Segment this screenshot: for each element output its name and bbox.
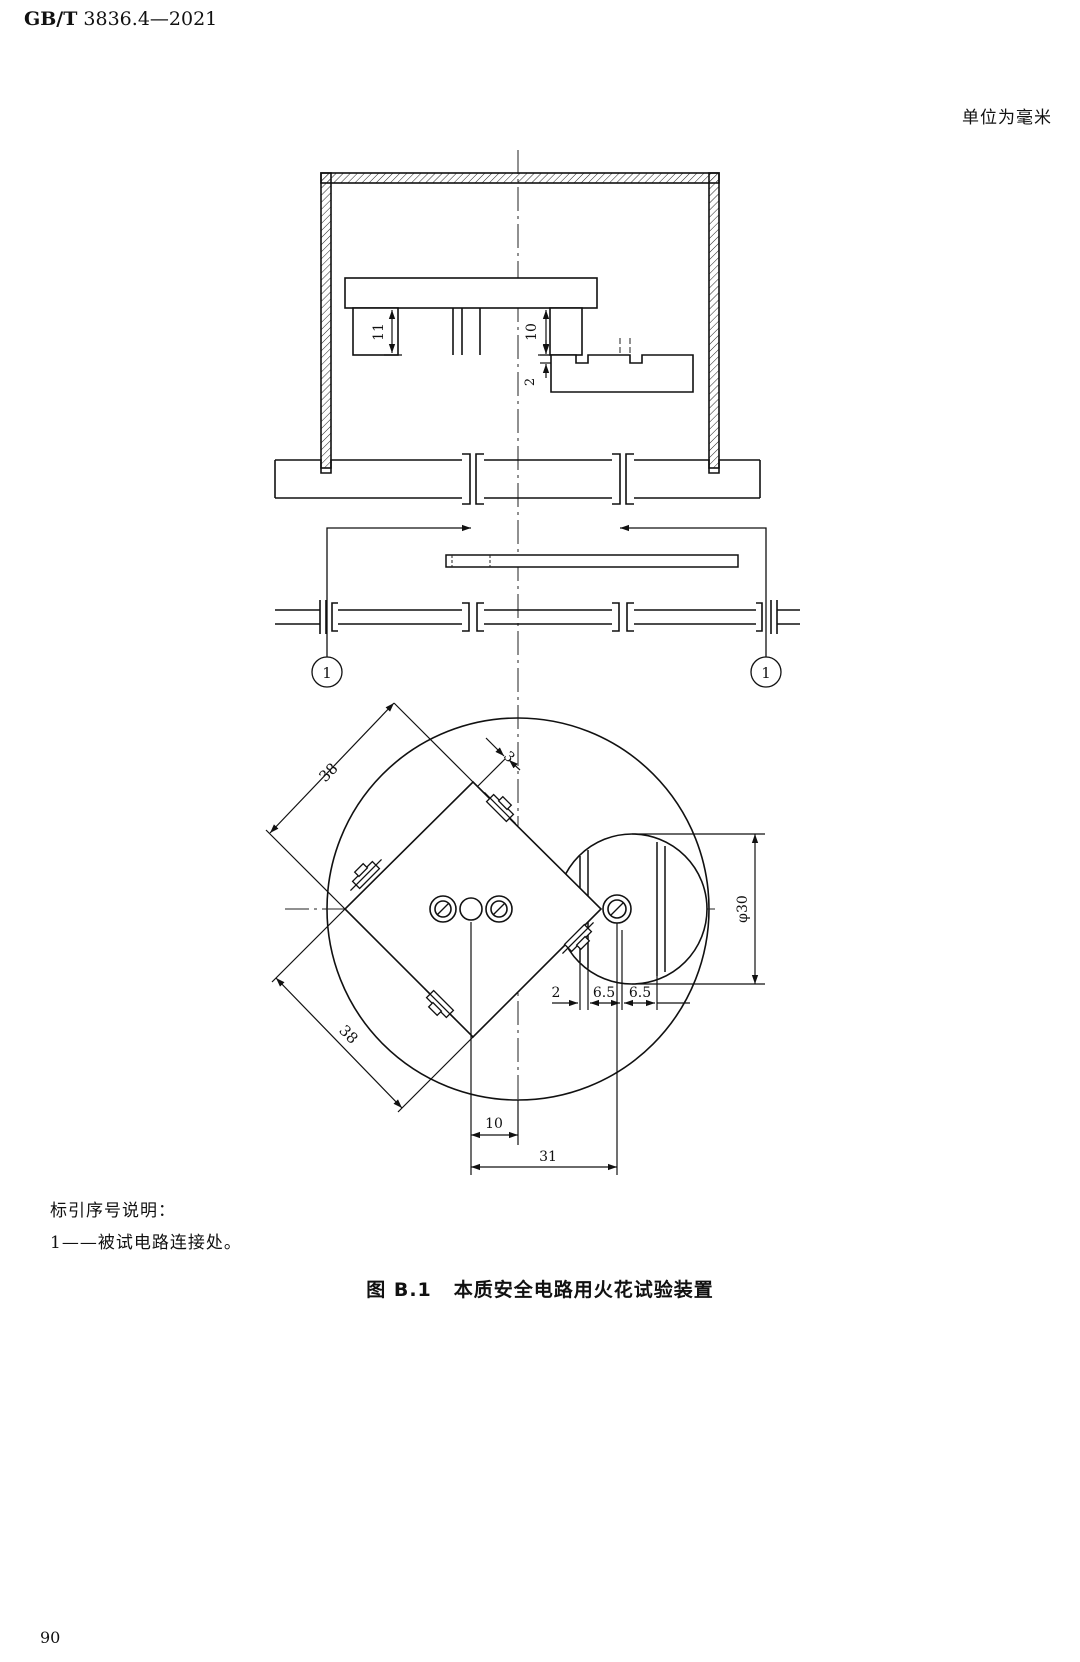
connection-leaders xyxy=(326,524,767,659)
figure-title: 本质安全电路用火花试验装置 xyxy=(453,1279,714,1301)
wire-holder xyxy=(344,277,598,356)
callout-left-label: 1 xyxy=(322,664,332,682)
dim-38-lower xyxy=(271,908,474,1113)
unit-note: 单位为毫米 xyxy=(962,108,1052,128)
legend-title: 标引序号说明： xyxy=(50,1201,176,1221)
dim-phi30-label: φ30 xyxy=(735,895,751,923)
standard-number: 3836.4—2021 xyxy=(83,8,218,30)
dim-2-top xyxy=(540,340,551,378)
figure-caption: 图 B.1 本质安全电路用火花试验装置 xyxy=(0,1275,1080,1302)
dim-2-label: 2 xyxy=(552,985,561,1001)
dim-10-bottom xyxy=(470,922,519,1175)
dim-10-top-label: 10 xyxy=(524,323,540,341)
dim-3-label: 3 xyxy=(500,748,518,766)
dim-6-5-a-label: 6.5 xyxy=(593,985,615,1001)
dim-38-upper xyxy=(265,702,474,910)
callout-right-label: 1 xyxy=(761,664,771,682)
dim-31 xyxy=(471,923,618,1175)
dim-3 xyxy=(477,737,521,787)
housing-cover xyxy=(320,172,720,469)
dim-31-label: 31 xyxy=(539,1149,557,1165)
dim-11 xyxy=(384,310,402,356)
standard-header: GB/T 3836.4—2021 xyxy=(24,8,217,30)
callout-right: 1 xyxy=(750,656,782,688)
callout-left: 1 xyxy=(311,656,343,688)
page-number: 90 xyxy=(40,1628,61,1647)
cadmium-disc-block xyxy=(550,354,694,393)
dim-10-bottom-label: 10 xyxy=(485,1116,503,1132)
dim-6-5-b-label: 6.5 xyxy=(629,985,651,1001)
dim-phi30 xyxy=(632,833,765,985)
standard-prefix: GB/T xyxy=(24,8,78,30)
wire-clamps xyxy=(349,791,595,1021)
legend-item: 1——被试电路连接处。 xyxy=(50,1233,242,1253)
figure-number: 图 B.1 xyxy=(366,1279,432,1301)
insulating-plate xyxy=(445,554,739,568)
dim-2-top-label: 2 xyxy=(523,378,538,386)
dim-11-label: 11 xyxy=(371,323,387,341)
dim-2-6-5 xyxy=(552,930,690,1010)
terminal-bars xyxy=(275,600,800,634)
base-plate xyxy=(274,453,761,505)
